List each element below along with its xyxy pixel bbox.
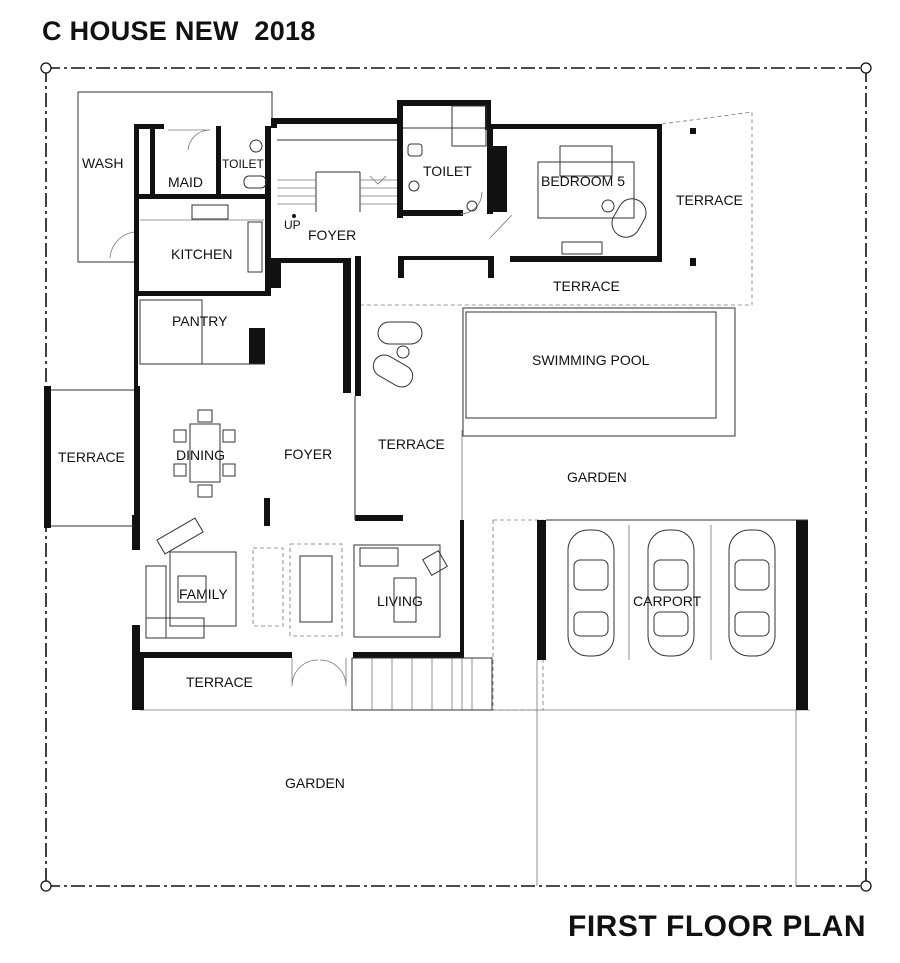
label-terrace-pool: TERRACE (378, 436, 445, 452)
toilet-block (397, 100, 491, 218)
label-foyer-top: FOYER (308, 227, 356, 243)
living-area (353, 544, 448, 638)
bedroom-5 (360, 111, 753, 306)
corner-marker-icon (40, 62, 872, 892)
label-living: LIVING (377, 593, 423, 609)
label-carport: CARPORT (633, 593, 702, 609)
stair-foyer (265, 118, 401, 393)
drawing-title: C HOUSE NEW 2018 (42, 16, 316, 46)
terrace-south (132, 657, 493, 711)
label-terrace-south: TERRACE (186, 674, 253, 690)
label-maid: MAID (168, 174, 203, 190)
label-kitchen: KITCHEN (171, 246, 232, 262)
label-bedroom-5: BEDROOM 5 (541, 173, 625, 189)
dining-table (173, 409, 236, 498)
label-garden-east: GARDEN (567, 469, 627, 485)
swimming-pool (372, 307, 736, 437)
label-wash: WASH (82, 155, 123, 171)
family-area (145, 517, 343, 639)
property-boundary (45, 67, 867, 887)
terrace-north (355, 256, 494, 396)
label-swimming-pool: SWIMMING POOL (532, 352, 650, 368)
plan-title: FIRST FLOOR PLAN (568, 910, 866, 943)
label-toilet-maid: TOILET (222, 157, 264, 171)
car-icon (567, 529, 776, 657)
label-garden-south: GARDEN (285, 775, 345, 791)
label-family: FAMILY (179, 586, 228, 602)
wash-area (77, 91, 273, 263)
room-labels: WASH MAID TOILET KITCHEN UP FOYER TOILET… (58, 155, 743, 791)
label-terrace-east: TERRACE (676, 192, 743, 208)
service-block (134, 124, 271, 386)
label-up: UP (284, 218, 301, 232)
terrace-west (44, 386, 134, 528)
label-pantry: PANTRY (172, 313, 228, 329)
label-foyer-main: FOYER (284, 446, 332, 462)
label-toilet: TOILET (423, 163, 472, 179)
label-dining: DINING (176, 447, 225, 463)
carport (537, 519, 808, 710)
label-terrace-west: TERRACE (58, 449, 125, 465)
label-terrace-north: TERRACE (553, 278, 620, 294)
